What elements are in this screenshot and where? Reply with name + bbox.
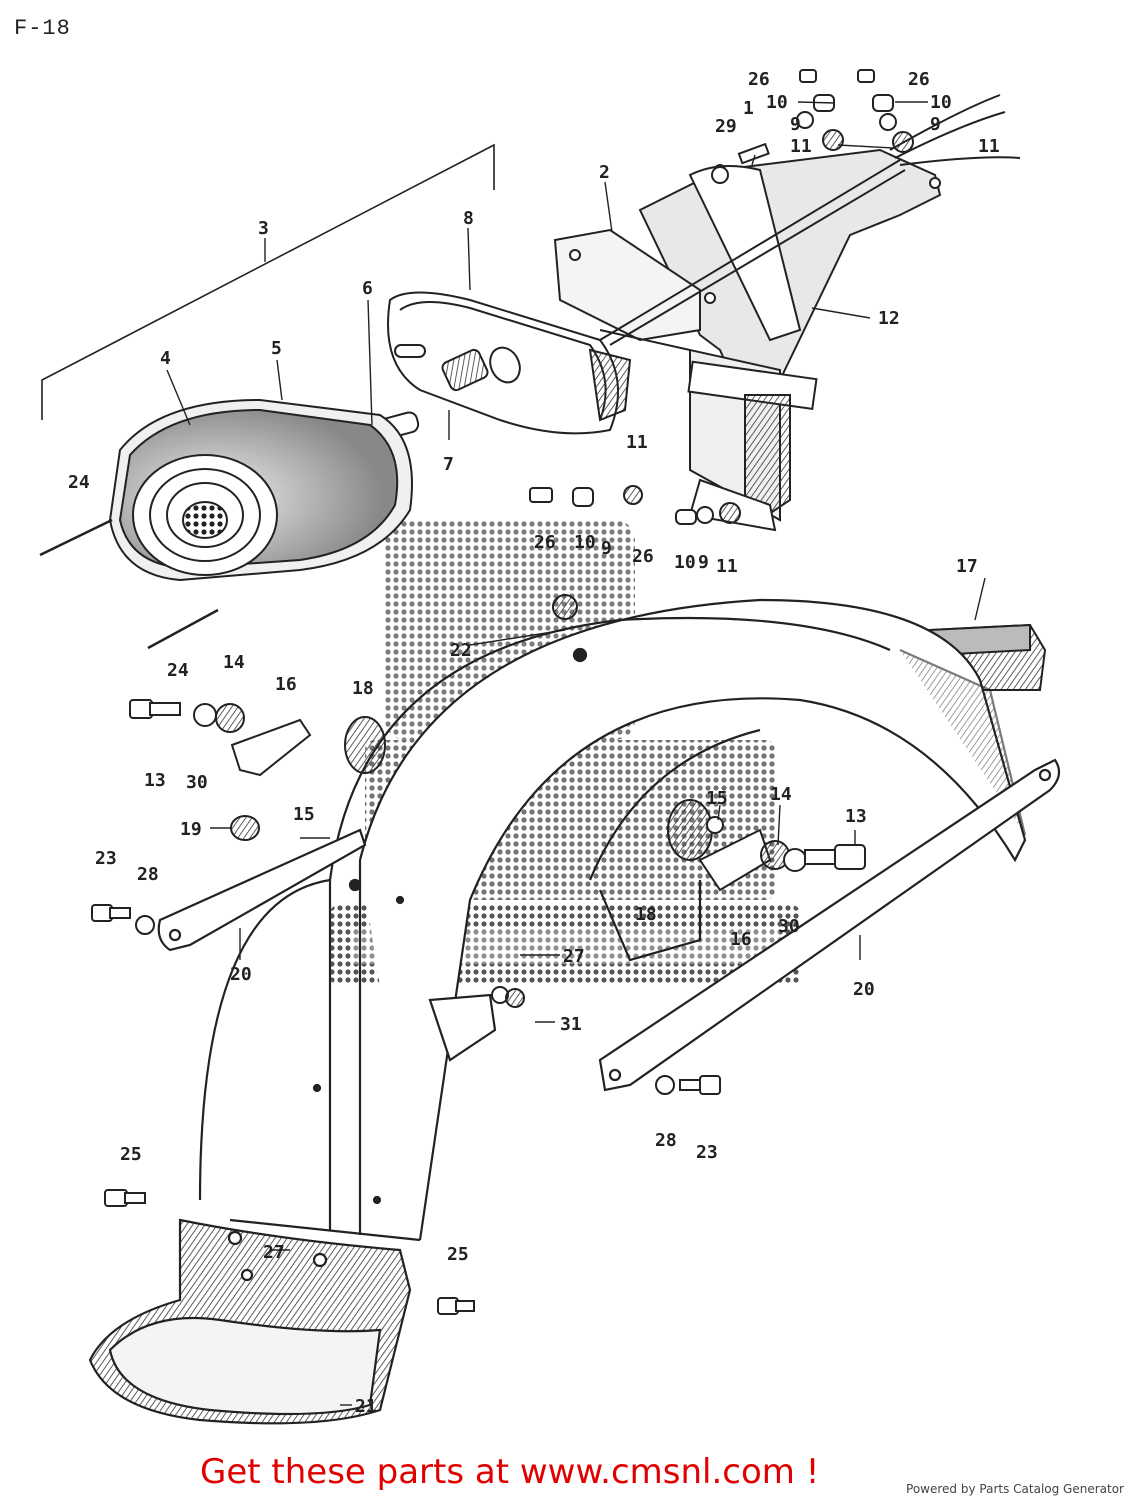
callout-label: 6 (362, 278, 373, 299)
callout-label: 18 (352, 678, 374, 699)
callout-label: 26 (908, 69, 930, 90)
callout-label: 9 (790, 114, 801, 135)
page-title: F-18 (14, 16, 71, 41)
callout-label: 5 (271, 338, 282, 359)
mud-flap-21 (88, 1218, 412, 1425)
callout-label: 22 (450, 640, 472, 661)
callout-label: 26 (534, 532, 556, 553)
callout-label: 10 (574, 532, 596, 553)
callout-label: 29 (715, 116, 737, 137)
callout-label: 16 (275, 674, 297, 695)
callout-leaders (166, 101, 986, 1406)
callout-label: 9 (601, 538, 612, 559)
callout-label: 9 (930, 114, 941, 135)
callout-label: 10 (930, 92, 952, 113)
callout-label: 30 (186, 772, 208, 793)
callout-label: 18 (635, 904, 657, 925)
cta-link[interactable]: Get these parts at www.cmsnl.com ! (200, 1452, 820, 1492)
callout-label: 8 (463, 208, 474, 229)
callout-label: 20 (230, 964, 252, 985)
callout-label: 11 (790, 136, 812, 157)
callout-label: 10 (766, 92, 788, 113)
callout-label: 27 (563, 946, 585, 967)
callout-label: 16 (730, 929, 752, 950)
callout-label: 27 (263, 1242, 285, 1263)
callout-label: 10 (674, 552, 696, 573)
callout-label: 4 (160, 348, 171, 369)
callout-label: 12 (878, 308, 900, 329)
callout-labels: 26 26 10 10 9 9 1 29 11 11 2 8 3 12 6 4 … (68, 69, 1000, 1417)
callout-label: 13 (144, 770, 166, 791)
assembly-bracket-3 (41, 143, 495, 420)
license-bracket (553, 148, 942, 532)
callout-label: 25 (120, 1144, 142, 1165)
callout-label: 17 (956, 556, 978, 577)
bulb-socket-7 (441, 346, 521, 392)
callout-label: 11 (978, 136, 1000, 157)
callout-label: 25 (447, 1244, 469, 1265)
callout-label: 26 (632, 546, 654, 567)
callout-label: 28 (137, 864, 159, 885)
callout-label: 14 (223, 652, 245, 673)
callout-label: 24 (68, 472, 90, 493)
lamp-screws-24 (39, 518, 219, 650)
callout-label: 14 (770, 784, 792, 805)
fender-stays-20 (157, 758, 1061, 1092)
callout-label: 7 (443, 454, 454, 475)
callout-label: 23 (95, 848, 117, 869)
callout-label: 24 (167, 660, 189, 681)
callout-label: 28 (655, 1130, 677, 1151)
powered-by-text: Powered by Parts Catalog Generator (906, 1482, 1124, 1496)
callout-label: 9 (698, 552, 709, 573)
callout-label: 20 (853, 979, 875, 1000)
callout-label: 13 (845, 806, 867, 827)
callout-label: 2 (599, 162, 610, 183)
rear-fender (198, 598, 1027, 1242)
callout-label: 19 (180, 819, 202, 840)
callout-label: 26 (748, 69, 770, 90)
callout-label: 31 (560, 1014, 582, 1035)
callout-label: 21 (355, 1396, 377, 1417)
callout-label: 3 (258, 218, 269, 239)
callout-label: 1 (743, 98, 754, 119)
callout-label: 15 (706, 788, 728, 809)
hardware-small-parts (91, 69, 914, 1315)
callout-label: 11 (626, 432, 648, 453)
callout-label: 30 (778, 916, 800, 937)
callout-label: 23 (696, 1142, 718, 1163)
callout-label: 11 (716, 556, 738, 577)
tail-lamp-4 (108, 398, 413, 582)
callout-label: 15 (293, 804, 315, 825)
